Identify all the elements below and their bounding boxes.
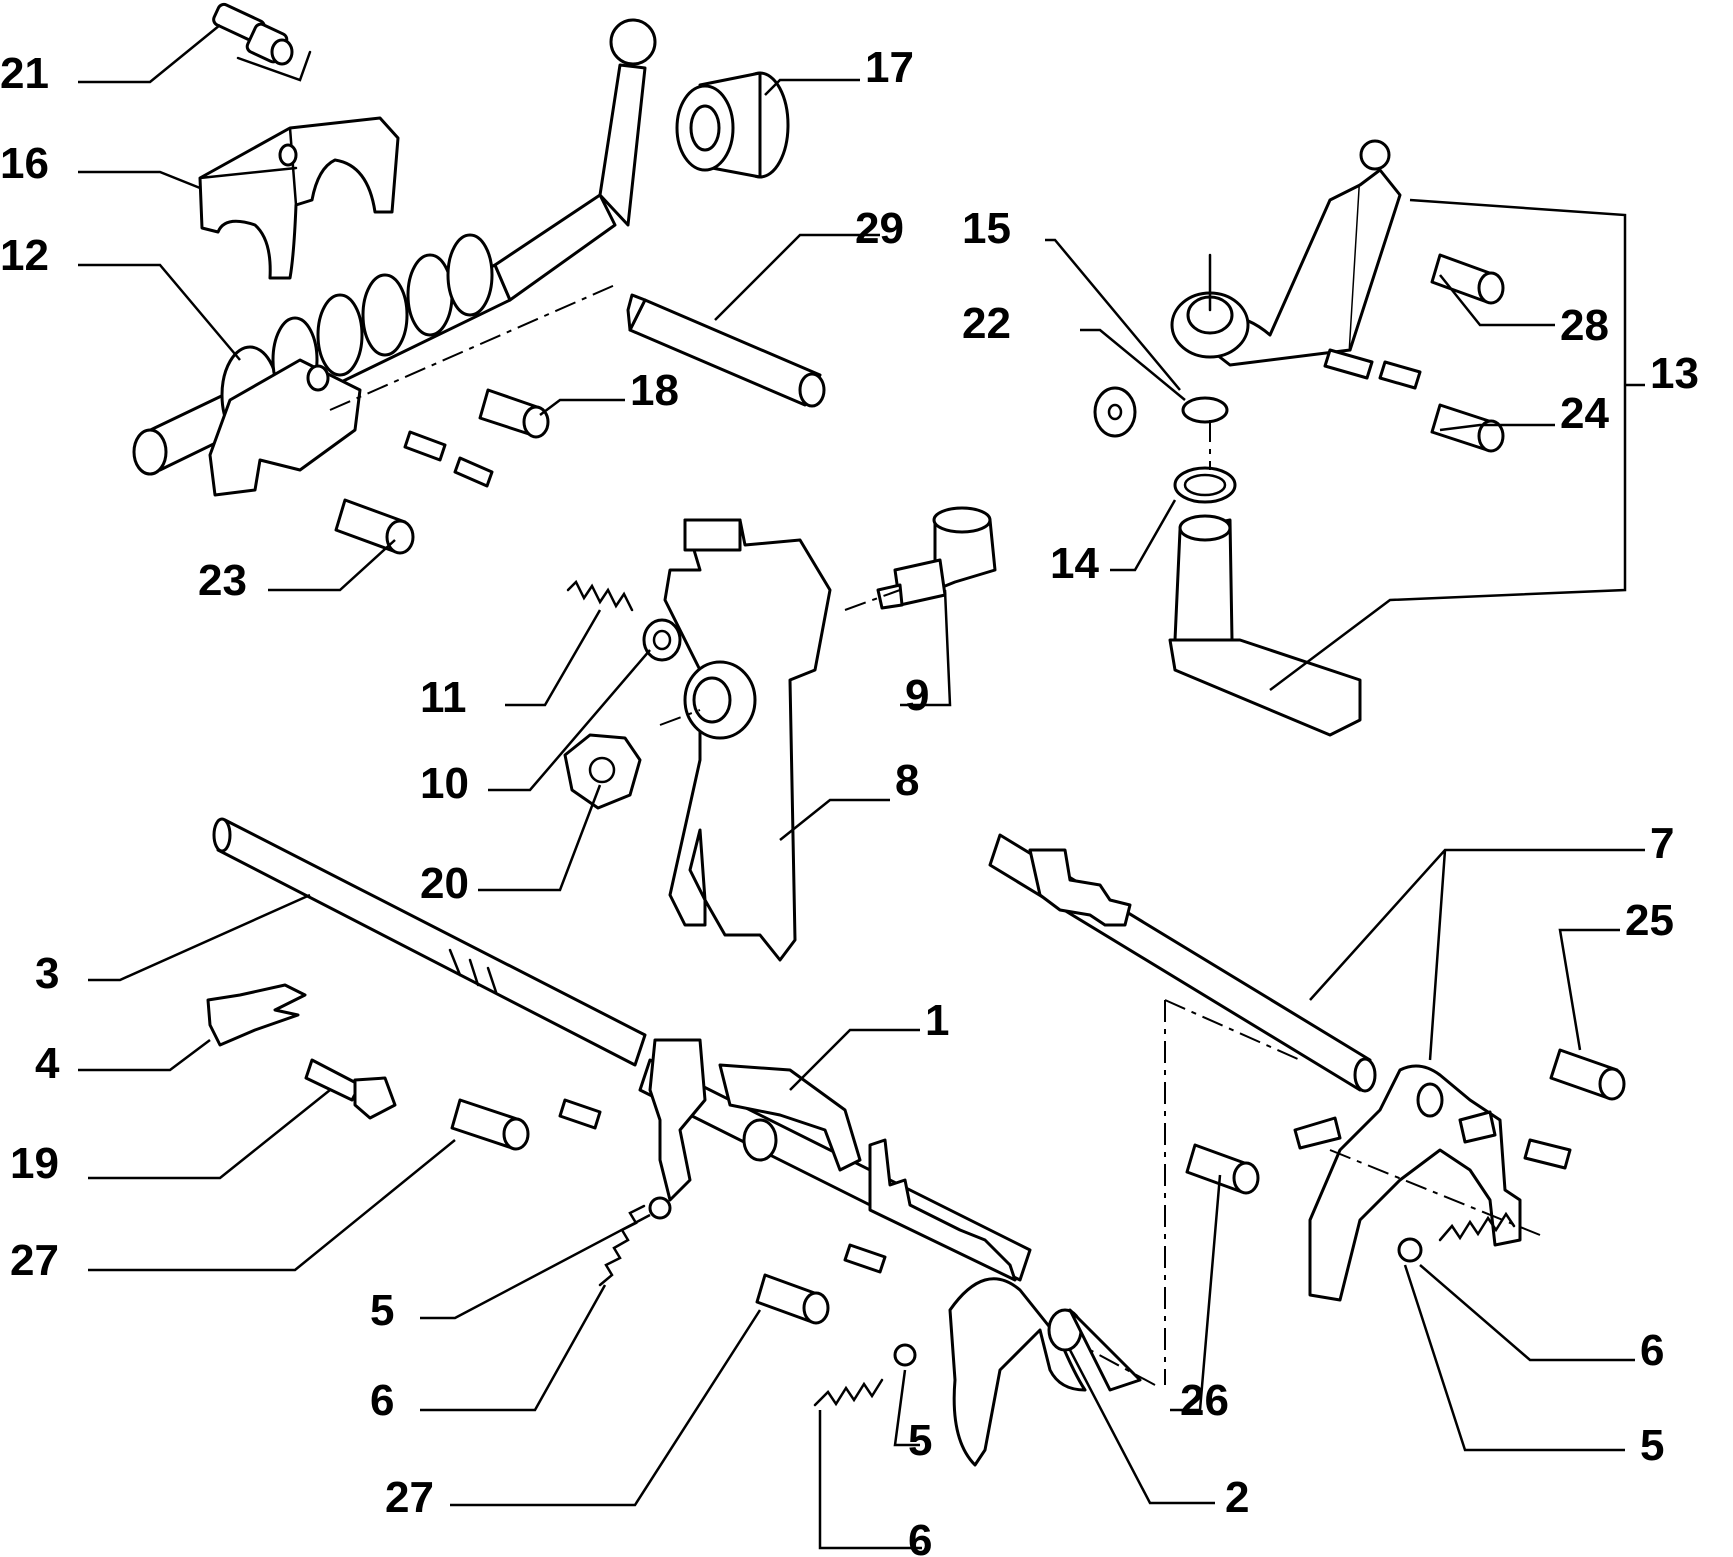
callout-19: 19 [10,1139,59,1188]
callout-29: 29 [855,204,904,253]
part-10-bushing [642,618,682,662]
callout-6-right: 6 [1640,1326,1664,1375]
part-29-pin [626,293,826,408]
callout-11: 11 [420,673,467,722]
callout-21: 21 [0,49,49,98]
callout-9: 9 [905,671,929,720]
callout-4: 4 [35,1039,60,1088]
part-15-circlip [1181,396,1229,424]
callout-20: 20 [420,859,469,908]
callout-26: 26 [1180,1376,1229,1425]
callout-13: 13 [1650,349,1699,398]
part-5-ball-left [648,1196,672,1220]
callout-24: 24 [1560,389,1609,438]
part-9-plunger [876,506,997,610]
part-8-selector-plate [663,518,832,962]
callout-6-center: 6 [908,1516,932,1557]
part-19-bolt [304,1058,397,1120]
part-23-pin [334,498,415,555]
part-5-ball-center [893,1343,917,1367]
callout-labels: 21 16 12 17 29 18 23 15 22 14 28 24 13 9… [0,43,1699,1557]
part-25-pin [1523,1048,1626,1170]
part-6-spring-center [813,1378,884,1407]
part-24-pin [1430,403,1505,453]
part-3-shift-rail [212,817,647,1067]
callout-2: 2 [1225,1473,1249,1522]
callout-18: 18 [630,366,679,415]
callout-5-left: 5 [370,1286,394,1335]
part-16-bracket [198,116,400,280]
callout-27-upper: 27 [10,1236,59,1285]
part-11-spring [566,579,634,612]
callout-23: 23 [198,556,247,605]
part-21-screw [212,2,312,82]
part-2-fork [948,1277,1142,1467]
callout-7: 7 [1650,819,1674,868]
callout-22: 22 [962,299,1011,348]
callout-8: 8 [895,756,919,805]
callout-10: 10 [420,759,469,808]
part-27-pin-upper [450,1098,602,1151]
callout-3: 3 [35,949,59,998]
callout-6-left: 6 [370,1376,394,1425]
part-22-washer [1093,386,1137,438]
part-12-selector-rod [132,18,657,497]
callout-28: 28 [1560,301,1609,350]
part-18-pin [403,388,550,488]
assembly-axes [329,284,1541,1386]
callout-16: 16 [0,139,49,188]
part-14-o-ring [1173,466,1237,504]
part-4-clip [206,983,307,1047]
part-20-nut [563,733,642,810]
part-26-pin [1185,1116,1342,1195]
part-5-ball-right [1397,1237,1423,1263]
callout-5-center: 5 [908,1416,932,1465]
callout-14: 14 [1050,539,1099,588]
part-27-pin-lower [755,1243,887,1325]
callout-25: 25 [1625,896,1674,945]
part-7-fork-rail [988,833,1522,1302]
callout-12: 12 [0,231,49,280]
callout-27-lower: 27 [385,1473,434,1522]
part-28-pin [1323,253,1505,390]
leader-lines [78,24,1645,1550]
callout-1: 1 [925,996,949,1045]
part-1-fork-rail [638,1038,1032,1282]
part-6-spring-right [1438,1211,1516,1242]
part-17-bushing [675,71,790,179]
part-6-spring-left [598,1204,646,1287]
callout-15: 15 [962,204,1011,253]
callout-17: 17 [865,43,914,92]
callout-5-right: 5 [1640,1421,1664,1470]
part-13-shift-lever [1168,139,1402,737]
